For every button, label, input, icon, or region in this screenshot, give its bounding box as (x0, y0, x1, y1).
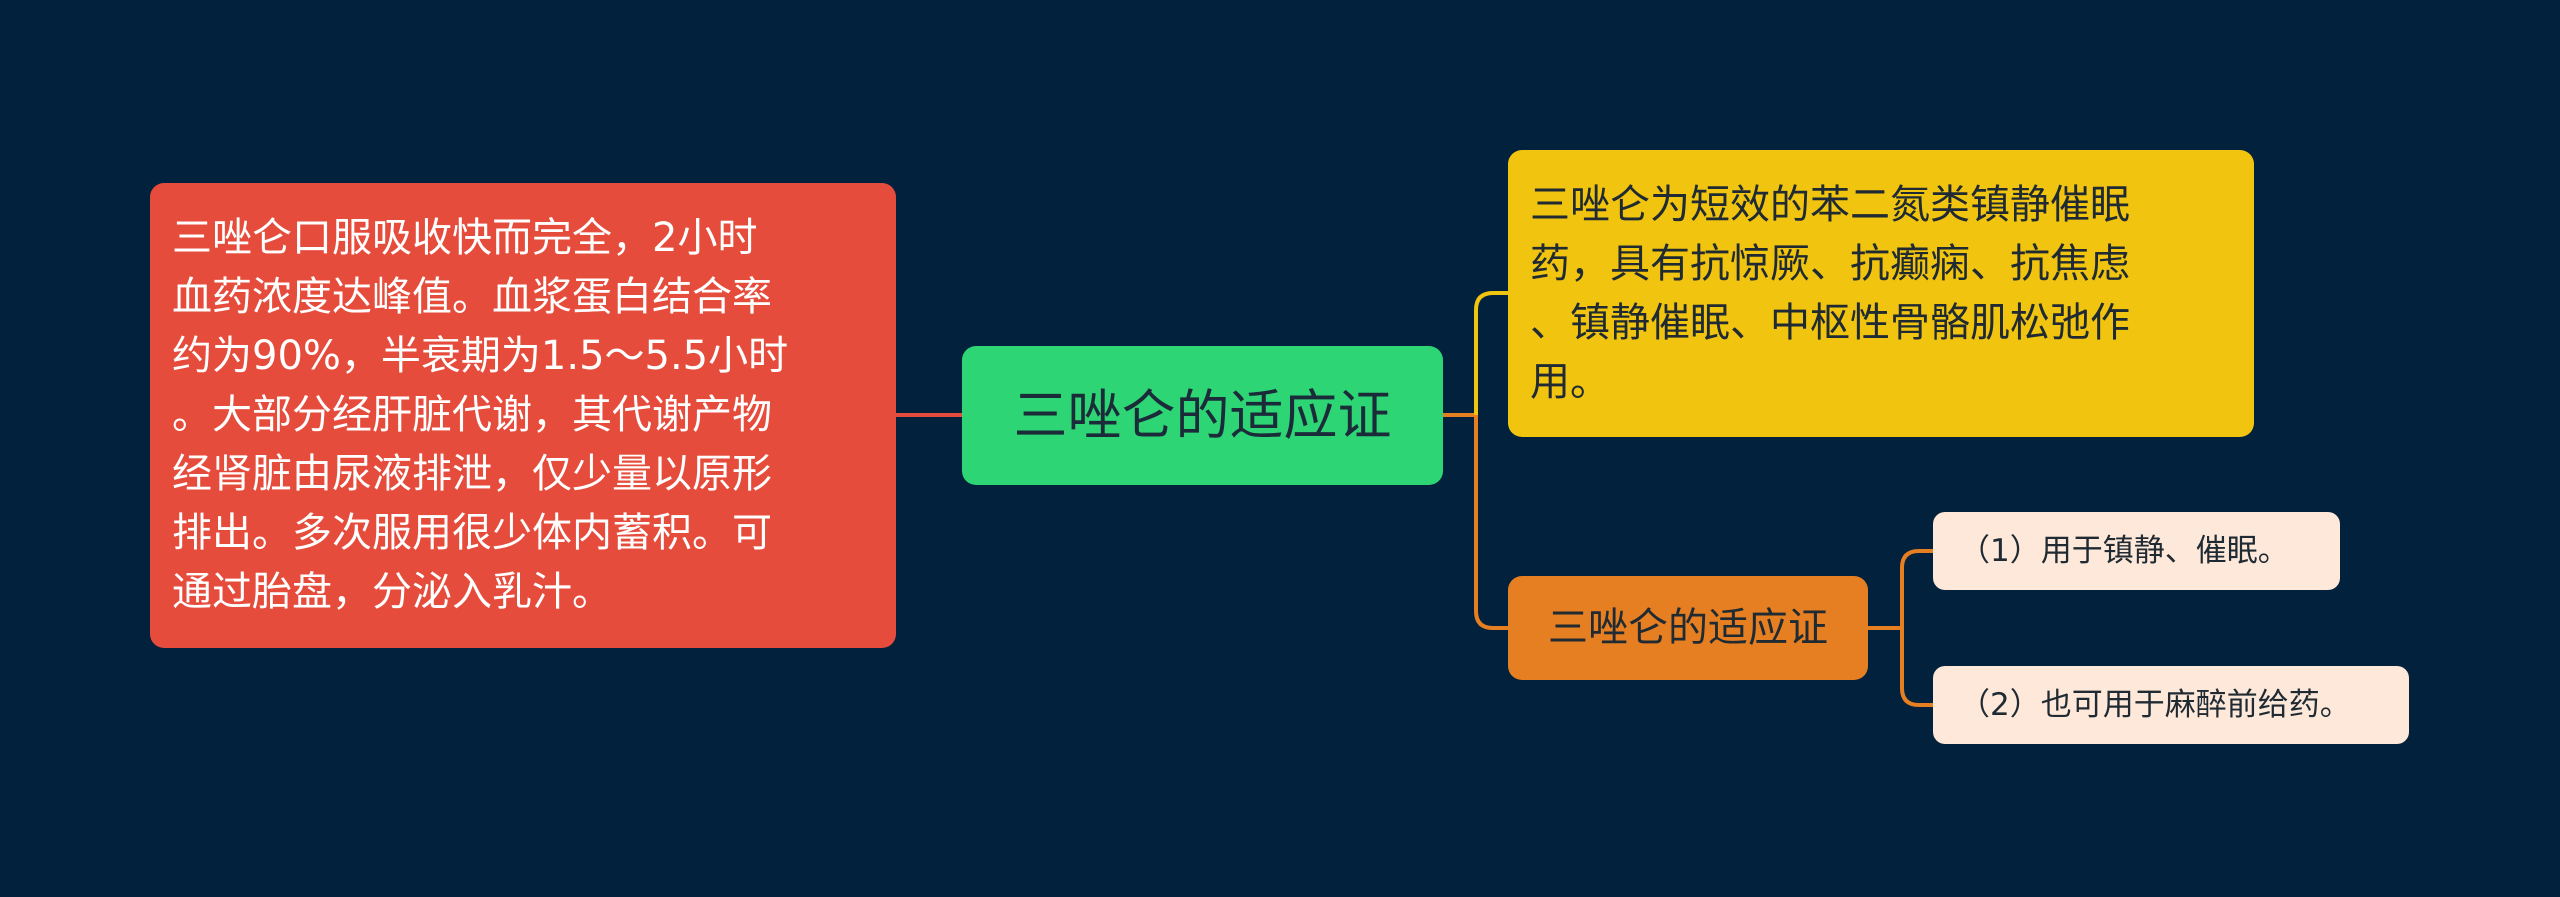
central-topic-node[interactable]: 三唑仑的适应证 (962, 346, 1443, 485)
connector-to-mid-right (1474, 415, 1508, 630)
connector-to-leaf-1 (1900, 549, 1933, 628)
indication-leaf-2[interactable]: （2）也可用于麻醉前给药。 (1933, 666, 2409, 744)
indication-leaf-1[interactable]: （1）用于镇静、催眠。 (1933, 512, 2340, 590)
right-branch-indications-node[interactable]: 三唑仑的适应证 (1508, 576, 1868, 680)
right-branch-description-node[interactable]: 三唑仑为短效的苯二氮类镇静催眠 药，具有抗惊厥、抗癫痫、抗焦虑 、镇静催眠、中枢… (1508, 150, 2254, 437)
left-branch-text: 三唑仑口服吸收快而完全，2小时 血药浓度达峰值。血浆蛋白结合率 约为90%，半衰… (172, 215, 789, 615)
connector-to-leaf-2 (1900, 628, 1933, 707)
right-branch-indications-label: 三唑仑的适应证 (1548, 605, 1828, 651)
indication-leaf-1-label: （1）用于镇静、催眠。 (1959, 533, 2289, 569)
connector-to-top-right (1474, 291, 1508, 415)
central-topic-label: 三唑仑的适应证 (1013, 384, 1392, 447)
indication-leaf-2-label: （2）也可用于麻醉前给药。 (1959, 687, 2351, 723)
right-branch-description-text: 三唑仑为短效的苯二氮类镇静催眠 药，具有抗惊厥、抗癫痫、抗焦虑 、镇静催眠、中枢… (1530, 182, 2130, 405)
left-branch-node[interactable]: 三唑仑口服吸收快而完全，2小时 血药浓度达峰值。血浆蛋白结合率 约为90%，半衰… (150, 183, 896, 648)
